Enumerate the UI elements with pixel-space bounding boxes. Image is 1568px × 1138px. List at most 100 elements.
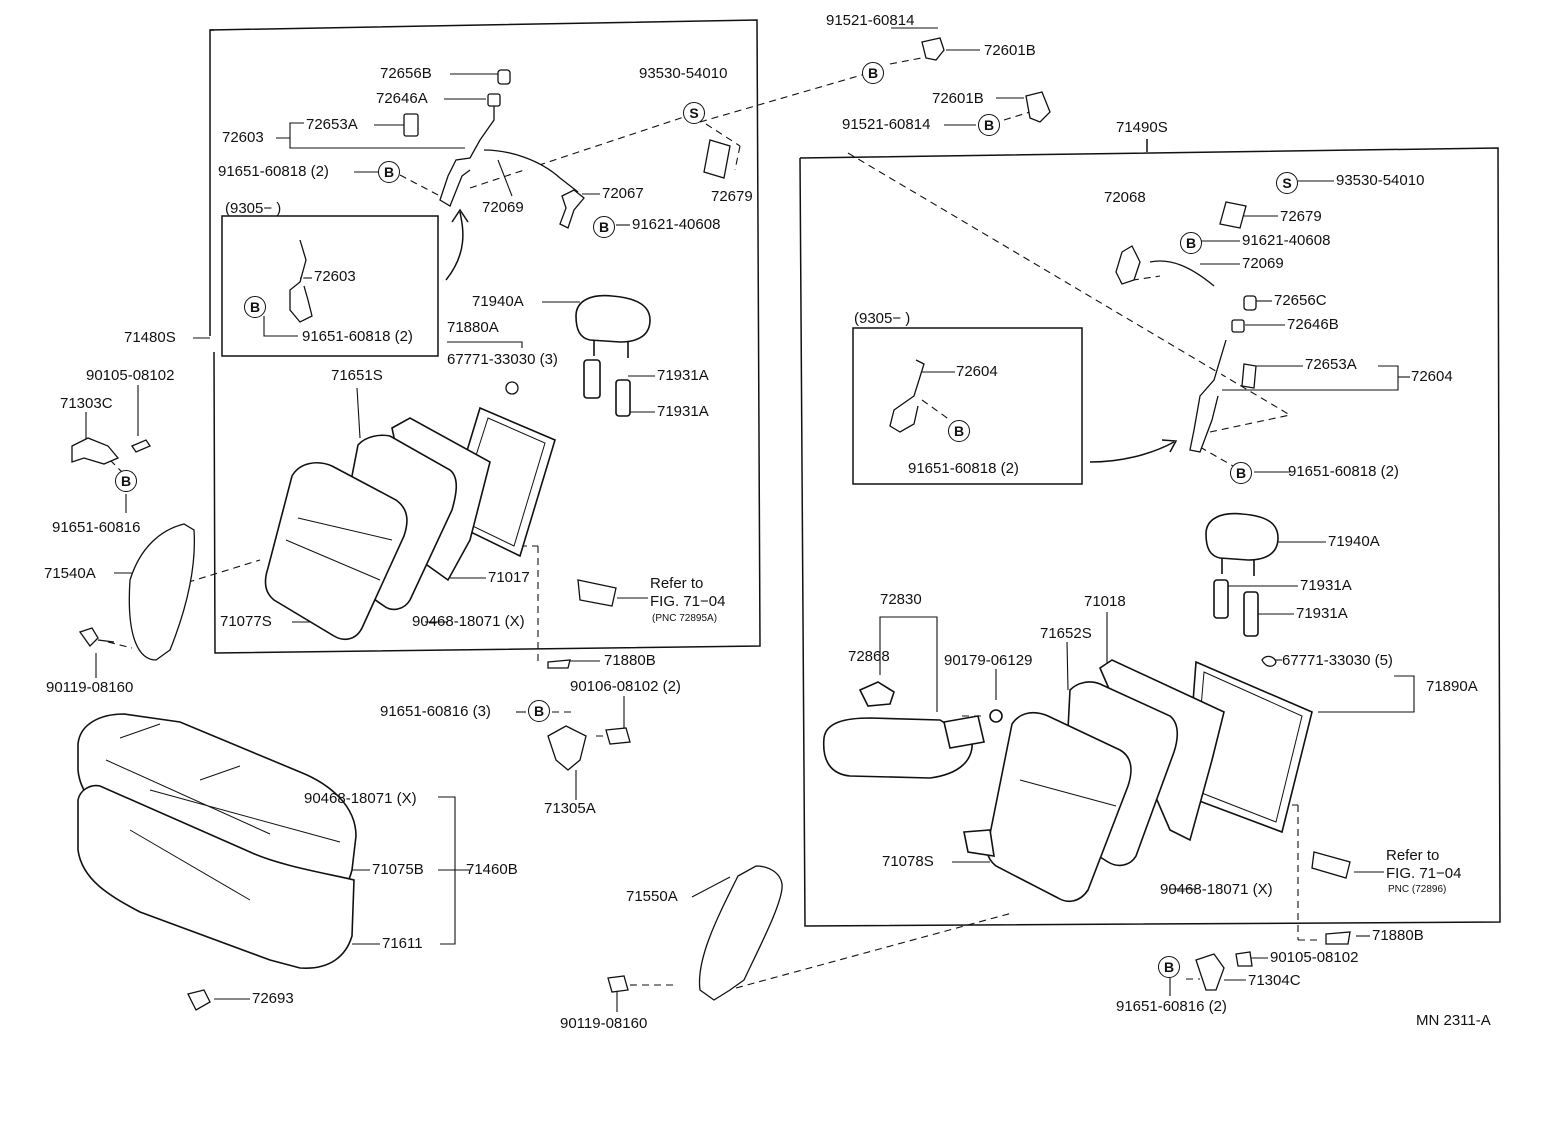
badge-b: B — [528, 700, 550, 722]
part-90105-08102: 90105-08102 — [86, 367, 175, 384]
badge-b: B — [1230, 462, 1252, 484]
part-90468-18071: 90468-18071 (X) — [304, 790, 417, 807]
part-71305A: 71305A — [544, 800, 596, 817]
part-71077S: 71077S — [220, 613, 272, 630]
part-71304C: 71304C — [1248, 972, 1301, 989]
part-72646A: 72646A — [376, 90, 428, 107]
refer-pnc: (PNC 72895A) — [652, 613, 718, 624]
left-headrest-art — [575, 294, 651, 417]
part-71490S: 71490S — [1116, 119, 1168, 136]
part-71540A: 71540A — [44, 565, 96, 582]
part-90106-08102: 90106-08102 (2) — [570, 678, 681, 695]
part-71940A: 71940A — [1328, 533, 1380, 550]
part-91651-60816: 91651-60816 (2) — [1116, 998, 1227, 1015]
part-72067: 72067 — [602, 185, 644, 202]
rear-cushion-art — [77, 713, 357, 969]
part-72830: 72830 — [880, 591, 922, 608]
badge-s: S — [683, 102, 705, 124]
inset-part-91651-60818: 91651-60818 (2) — [302, 328, 413, 345]
badge-b: B — [1180, 232, 1202, 254]
part-72604: 72604 — [1411, 368, 1453, 385]
part-71931A: 71931A — [657, 403, 709, 420]
part-71303C: 71303C — [60, 395, 113, 412]
refer-to-text: Refer to — [1386, 847, 1440, 864]
part-91621-40608: 91621-40608 — [1242, 232, 1331, 249]
part-72656C: 72656C — [1274, 292, 1327, 309]
part-72693: 72693 — [252, 990, 294, 1007]
part-91651-60816-3: 91651-60816 (3) — [380, 703, 491, 720]
part-71460B: 71460B — [466, 861, 518, 878]
part-71611: 71611 — [382, 935, 423, 952]
part-72656B: 72656B — [380, 65, 432, 82]
badge-b: B — [244, 296, 266, 318]
badge-b: B — [948, 420, 970, 442]
inset-date-range: (9305− ) — [225, 200, 282, 217]
part-72068: 72068 — [1104, 189, 1146, 206]
badge-b: B — [593, 216, 615, 238]
left-seatback-art — [264, 406, 556, 641]
part-72653A: 72653A — [1305, 356, 1357, 373]
part-90179-06129: 90179-06129 — [944, 652, 1033, 669]
right-headrest-art — [1205, 512, 1279, 637]
right-small-parts-art — [889, 201, 1351, 991]
left-assembly-frame — [209, 29, 214, 336]
part-71890A: 71890A — [1426, 678, 1478, 695]
badge-b: B — [378, 161, 400, 183]
inset-date-range: (9305− ) — [854, 310, 911, 327]
left-assembly-frame-2 — [209, 19, 761, 654]
part-71931A: 71931A — [1300, 577, 1352, 594]
part-91651-60816: 91651-60816 — [52, 519, 141, 536]
part-72603: 72603 — [222, 129, 264, 146]
part-91621-40608: 91621-40608 — [632, 216, 721, 233]
badge-s: S — [1276, 172, 1298, 194]
inset-part-91651-60818: 91651-60818 (2) — [908, 460, 1019, 477]
part-71550A: 71550A — [626, 888, 678, 905]
refer-to-text: Refer to — [650, 575, 704, 592]
right-assembly-frame — [799, 147, 1501, 927]
part-93530-54010: 93530-54010 — [639, 65, 728, 82]
part-91651-60818: 91651-60818 (2) — [218, 163, 329, 180]
inset-part-72604: 72604 — [956, 363, 998, 380]
part-93530-54010: 93530-54010 — [1336, 172, 1425, 189]
part-72601B: 72601B — [984, 42, 1036, 59]
badge-b: B — [978, 114, 1000, 136]
part-71075B: 71075B — [372, 861, 424, 878]
inset-part-72603: 72603 — [314, 268, 356, 285]
armrest-art — [822, 681, 1003, 779]
badge-b: B — [1158, 956, 1180, 978]
part-71940A: 71940A — [472, 293, 524, 310]
part-67771-33030: 67771-33030 (3) — [447, 351, 558, 368]
left-small-parts-art — [71, 37, 1051, 1011]
part-72679: 72679 — [711, 188, 753, 205]
part-91521-60814: 91521-60814 — [826, 12, 915, 29]
badge-b: B — [115, 470, 137, 492]
badge-b: B — [862, 62, 884, 84]
part-72601B: 72601B — [932, 90, 984, 107]
part-71017: 71017 — [488, 569, 530, 586]
part-71480S: 71480S — [124, 329, 176, 346]
part-90468-18071: 90468-18071 (X) — [1160, 881, 1273, 898]
part-71880B: 71880B — [1372, 927, 1424, 944]
part-72653A: 72653A — [306, 116, 358, 133]
part-71931A: 71931A — [1296, 605, 1348, 622]
part-72069: 72069 — [482, 199, 524, 216]
part-71880B: 71880B — [604, 652, 656, 669]
part-72069: 72069 — [1242, 255, 1284, 272]
part-71880A: 71880A — [447, 319, 499, 336]
part-72646B: 72646B — [1287, 316, 1339, 333]
refer-fig: FIG. 71−04 — [1386, 865, 1462, 882]
part-72868: 72868 — [848, 648, 890, 665]
right-inset-frame — [852, 327, 1083, 485]
part-90105-08102: 90105-08102 — [1270, 949, 1359, 966]
diagram-code: MN 2311-A — [1416, 1012, 1491, 1029]
part-71018: 71018 — [1084, 593, 1126, 610]
refer-pnc: PNC (72896) — [1388, 884, 1447, 895]
part-72679: 72679 — [1280, 208, 1322, 225]
part-71078S: 71078S — [882, 853, 934, 870]
part-91651-60818: 91651-60818 (2) — [1288, 463, 1399, 480]
refer-fig: FIG. 71−04 — [650, 593, 726, 610]
right-seatback-art — [963, 659, 1313, 903]
left-inset-frame — [221, 215, 439, 357]
part-71931A: 71931A — [657, 367, 709, 384]
